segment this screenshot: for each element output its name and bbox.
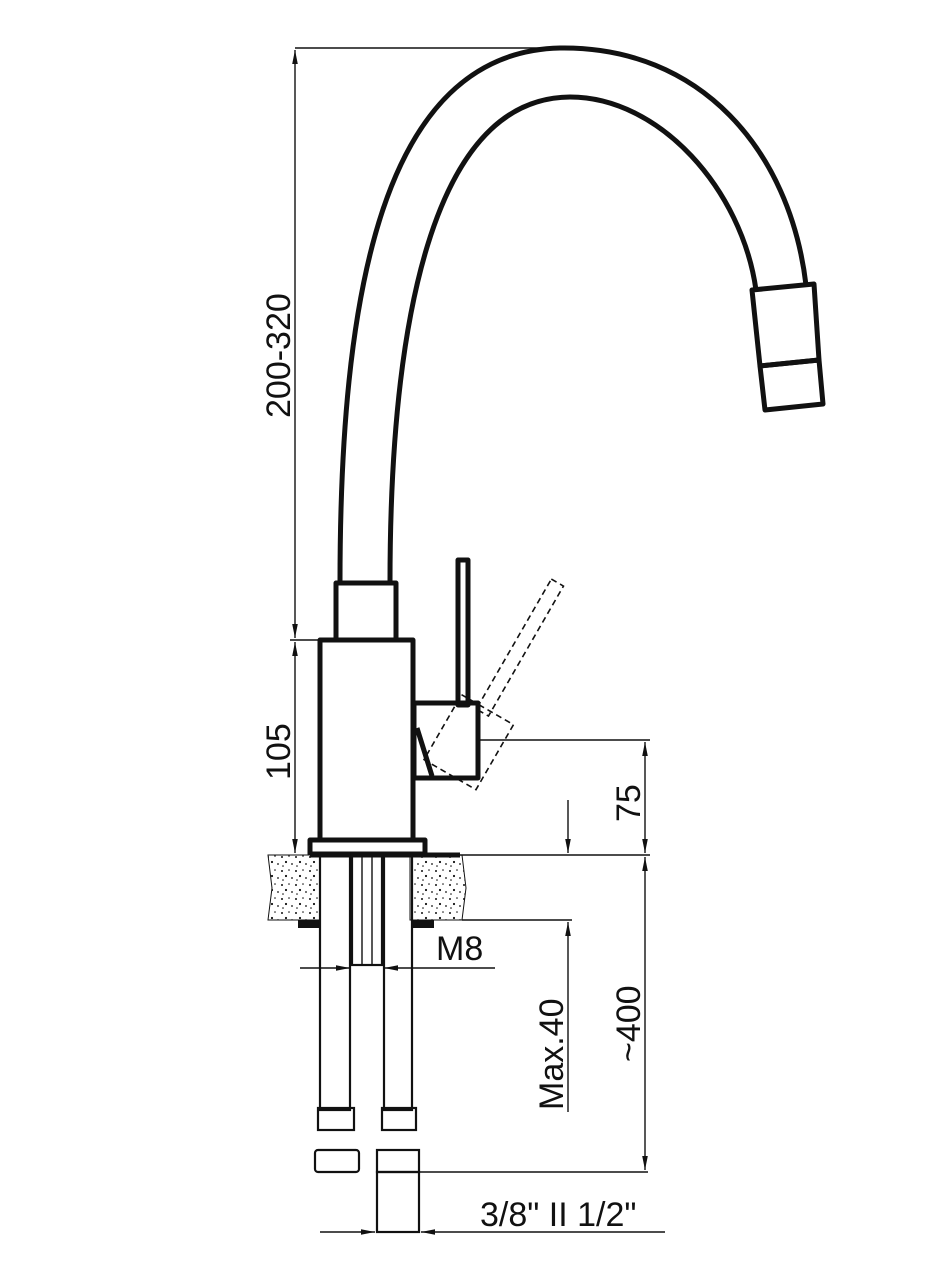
threaded-rod bbox=[350, 853, 384, 967]
spout bbox=[337, 45, 826, 584]
faucet-body bbox=[307, 580, 428, 857]
dimension-lines bbox=[290, 47, 665, 1235]
max-countertop-label: Max.40 bbox=[533, 999, 571, 1111]
lever-handle bbox=[411, 557, 565, 791]
hoses bbox=[313, 853, 421, 1234]
thread-label: M8 bbox=[436, 930, 483, 968]
aerator bbox=[757, 357, 826, 413]
spout-height-label: 200-320 bbox=[260, 293, 298, 418]
connection-label: 3/8" II 1/2" bbox=[480, 1196, 636, 1234]
body-height-label: 105 bbox=[260, 723, 298, 780]
hose-length-label: ~400 bbox=[610, 985, 648, 1062]
spout-tip bbox=[749, 281, 822, 369]
lever-open-position bbox=[422, 578, 565, 791]
countertop bbox=[267, 852, 467, 928]
handle-height-label: 75 bbox=[610, 784, 648, 822]
